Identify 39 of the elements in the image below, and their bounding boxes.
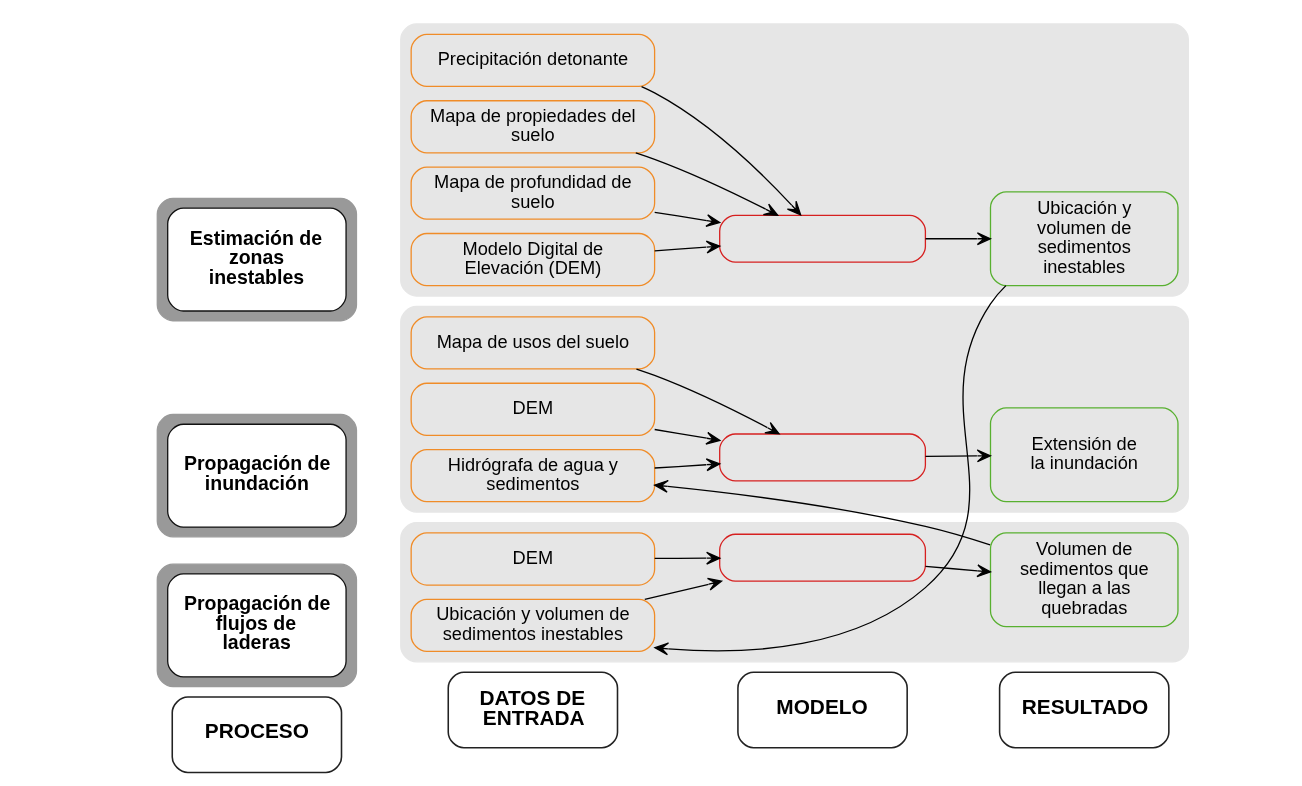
node-box: Mapa de usos del suelo — [410, 316, 655, 370]
arrow — [653, 285, 1007, 656]
node-box: PROCESO — [171, 696, 342, 774]
arrow — [924, 232, 991, 246]
node-box: RESULTADO — [998, 671, 1170, 749]
node-box: Propagación de flujos de laderas — [166, 573, 347, 678]
node-box — [718, 533, 926, 582]
node-box: Estimación de zonas inestables — [166, 207, 347, 312]
node-box — [718, 214, 926, 263]
arrow — [924, 564, 991, 578]
cluster — [156, 413, 357, 538]
node-box: Hidrógrafa de agua y sedimentos — [410, 449, 655, 503]
node-box: Mapa de profundidad de suelo — [410, 166, 655, 220]
node-box: Mapa de propiedades del suelo — [410, 100, 655, 154]
node-box: MODELO — [736, 671, 908, 749]
cluster — [399, 521, 1189, 663]
node-box: DEM — [410, 382, 655, 436]
arrow — [653, 551, 720, 565]
node-box: Ubicación y volumen de sedimentos inestables — [410, 598, 655, 653]
node-box: Ubicación y volumen de sedimentos inestables — [989, 191, 1179, 287]
node-box: Extensión de la inundación — [989, 407, 1179, 503]
arrow — [653, 479, 991, 546]
arrow — [653, 428, 720, 445]
node-box: Precipitación detonante — [410, 33, 655, 88]
node-box: Propagación de inundación — [166, 423, 347, 528]
node-box — [718, 433, 926, 482]
node-box: Volumen de sedimentos que llegan a las quebradas — [989, 532, 1179, 628]
cluster — [399, 23, 1189, 297]
node-box: Modelo Digital de Elevación (DEM) — [410, 232, 655, 287]
arrow — [653, 240, 720, 254]
cluster — [156, 197, 357, 322]
arrow — [653, 211, 720, 227]
cluster — [399, 305, 1189, 513]
arrow — [924, 449, 991, 463]
arrow — [640, 85, 801, 216]
node-box: DATOS DE ENTRADA — [447, 671, 618, 749]
node-box: DEM — [410, 532, 655, 586]
arrow — [653, 458, 720, 472]
cluster — [156, 563, 357, 688]
